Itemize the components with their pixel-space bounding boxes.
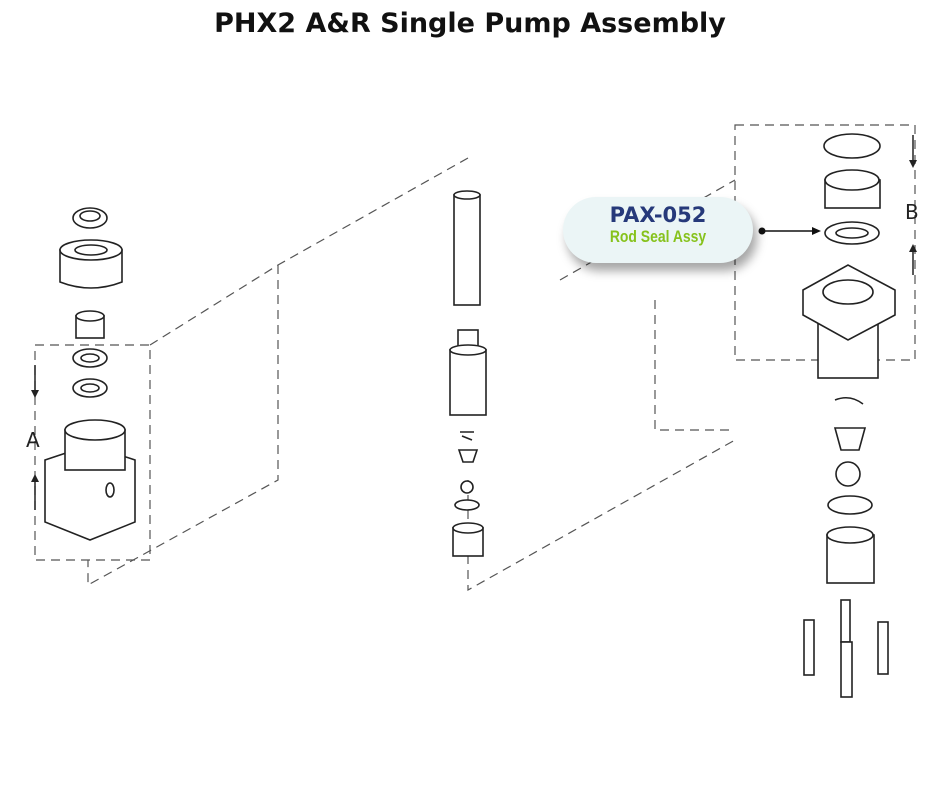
- right-assembly: [802, 133, 917, 698]
- callout-pointer-arrow: [758, 227, 821, 235]
- part-description: Rod Seal Assy: [609, 227, 707, 246]
- label-a: A: [26, 428, 40, 452]
- part-number: PAX-052: [609, 203, 707, 227]
- part-callout: PAX-052 Rod Seal Assy: [563, 197, 753, 263]
- center-assembly: [449, 190, 487, 557]
- left-assembly: [31, 207, 136, 541]
- label-b: B: [905, 200, 919, 224]
- page-title: PHX2 A&R Single Pump Assembly: [214, 8, 726, 39]
